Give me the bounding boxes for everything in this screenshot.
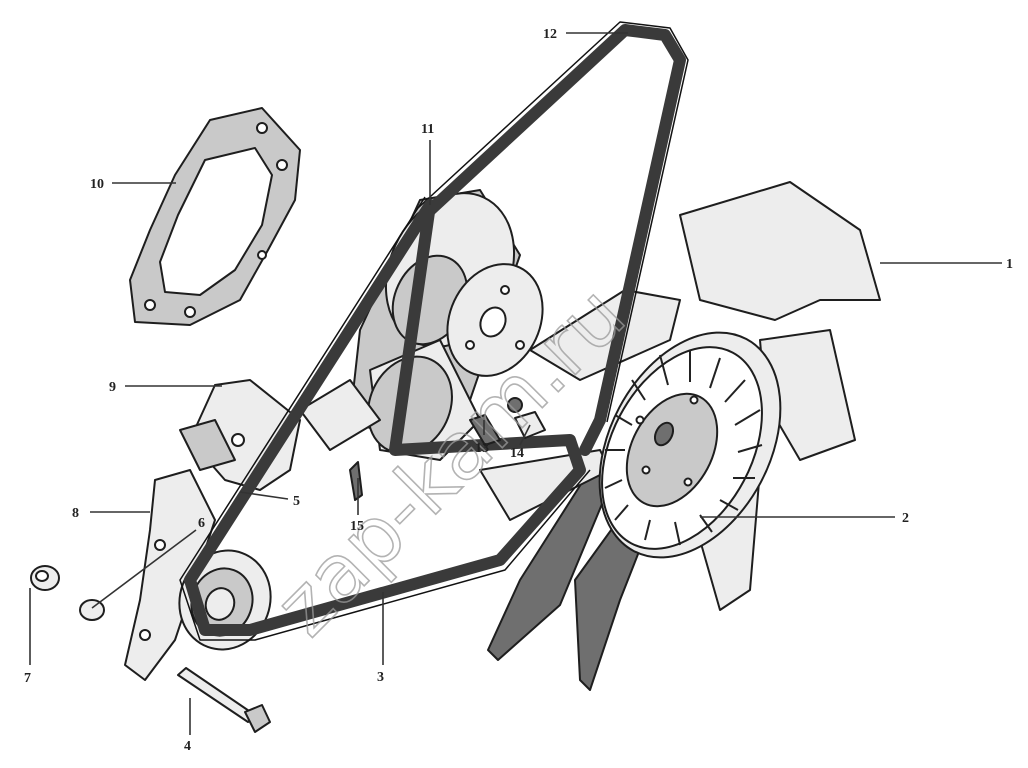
callout-13: 13	[475, 441, 489, 456]
part-8-bracket	[124, 469, 216, 681]
leader-5	[239, 491, 289, 500]
part-2-fan-hub	[598, 331, 782, 559]
callout-3: 3	[377, 670, 384, 685]
part-3-belt	[179, 196, 591, 641]
callout-2: 2	[902, 511, 909, 526]
leader-14	[519, 424, 531, 446]
part-7-nut	[30, 565, 60, 591]
callout-10: 10	[90, 177, 104, 192]
callout-1: 1	[1006, 257, 1013, 272]
part-9-bracket	[179, 379, 301, 491]
callout-14: 14	[510, 446, 524, 461]
part-10-gasket	[129, 107, 301, 326]
part-4-bolt	[177, 667, 271, 733]
callout-labels: 1 2 3 4 5 6 7 8 9 10 11 12 13 14 15	[24, 27, 1013, 754]
part-13-bolt	[469, 414, 501, 446]
callout-15: 15	[350, 519, 364, 534]
callout-5: 5	[293, 494, 300, 509]
callout-9: 9	[109, 380, 116, 395]
callout-4: 4	[184, 739, 191, 754]
callout-8: 8	[72, 506, 79, 521]
callout-lines	[29, 32, 1002, 735]
part-15-bolt	[349, 461, 363, 501]
callout-11: 11	[421, 122, 434, 137]
leader-6	[91, 529, 197, 609]
part-12-belt	[417, 21, 689, 456]
part-6-washer	[79, 599, 105, 621]
callout-12: 12	[543, 27, 557, 42]
callout-6: 6	[198, 516, 205, 531]
callout-7: 7	[24, 671, 31, 686]
